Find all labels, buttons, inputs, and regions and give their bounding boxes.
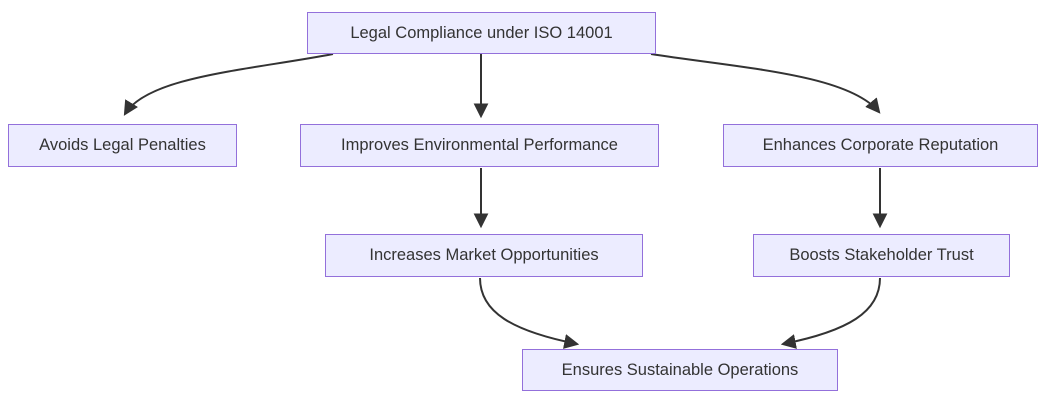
edge-legal-compliance-to-enhances-corporate-reputation	[650, 53, 881, 114]
edge-increases-market-opportunities-to-ensures-sustainable-operations	[479, 277, 580, 349]
node-enhances-corporate-reputation: Enhances Corporate Reputation	[723, 124, 1038, 167]
node-improves-environmental-performance: Improves Environmental Performance	[300, 124, 659, 167]
edge-boosts-stakeholder-trust-to-ensures-sustainable-operations	[780, 277, 881, 349]
node-ensures-sustainable-operations: Ensures Sustainable Operations	[522, 349, 838, 391]
node-boosts-stakeholder-trust: Boosts Stakeholder Trust	[753, 234, 1010, 277]
node-avoids-legal-penalties: Avoids Legal Penalties	[8, 124, 237, 167]
node-legal-compliance-under-iso-14001: Legal Compliance under ISO 14001	[307, 12, 656, 54]
edge-legal-compliance-to-avoids-legal-penalties	[123, 53, 334, 116]
node-increases-market-opportunities: Increases Market Opportunities	[325, 234, 643, 277]
